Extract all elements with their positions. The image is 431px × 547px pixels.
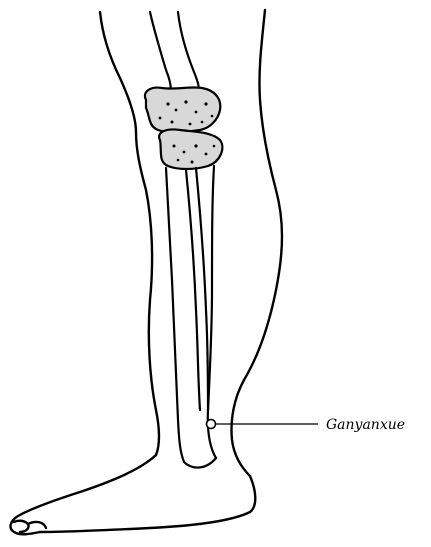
knee-joint (145, 87, 222, 169)
femur-bone (150, 12, 199, 96)
acupoint-marker: Ganyanxue (207, 417, 406, 433)
acupoint-dot (207, 420, 216, 429)
fibula-bone (186, 168, 208, 410)
acupoint-label: Ganyanxue (326, 417, 405, 433)
leg-outline (11, 10, 282, 534)
